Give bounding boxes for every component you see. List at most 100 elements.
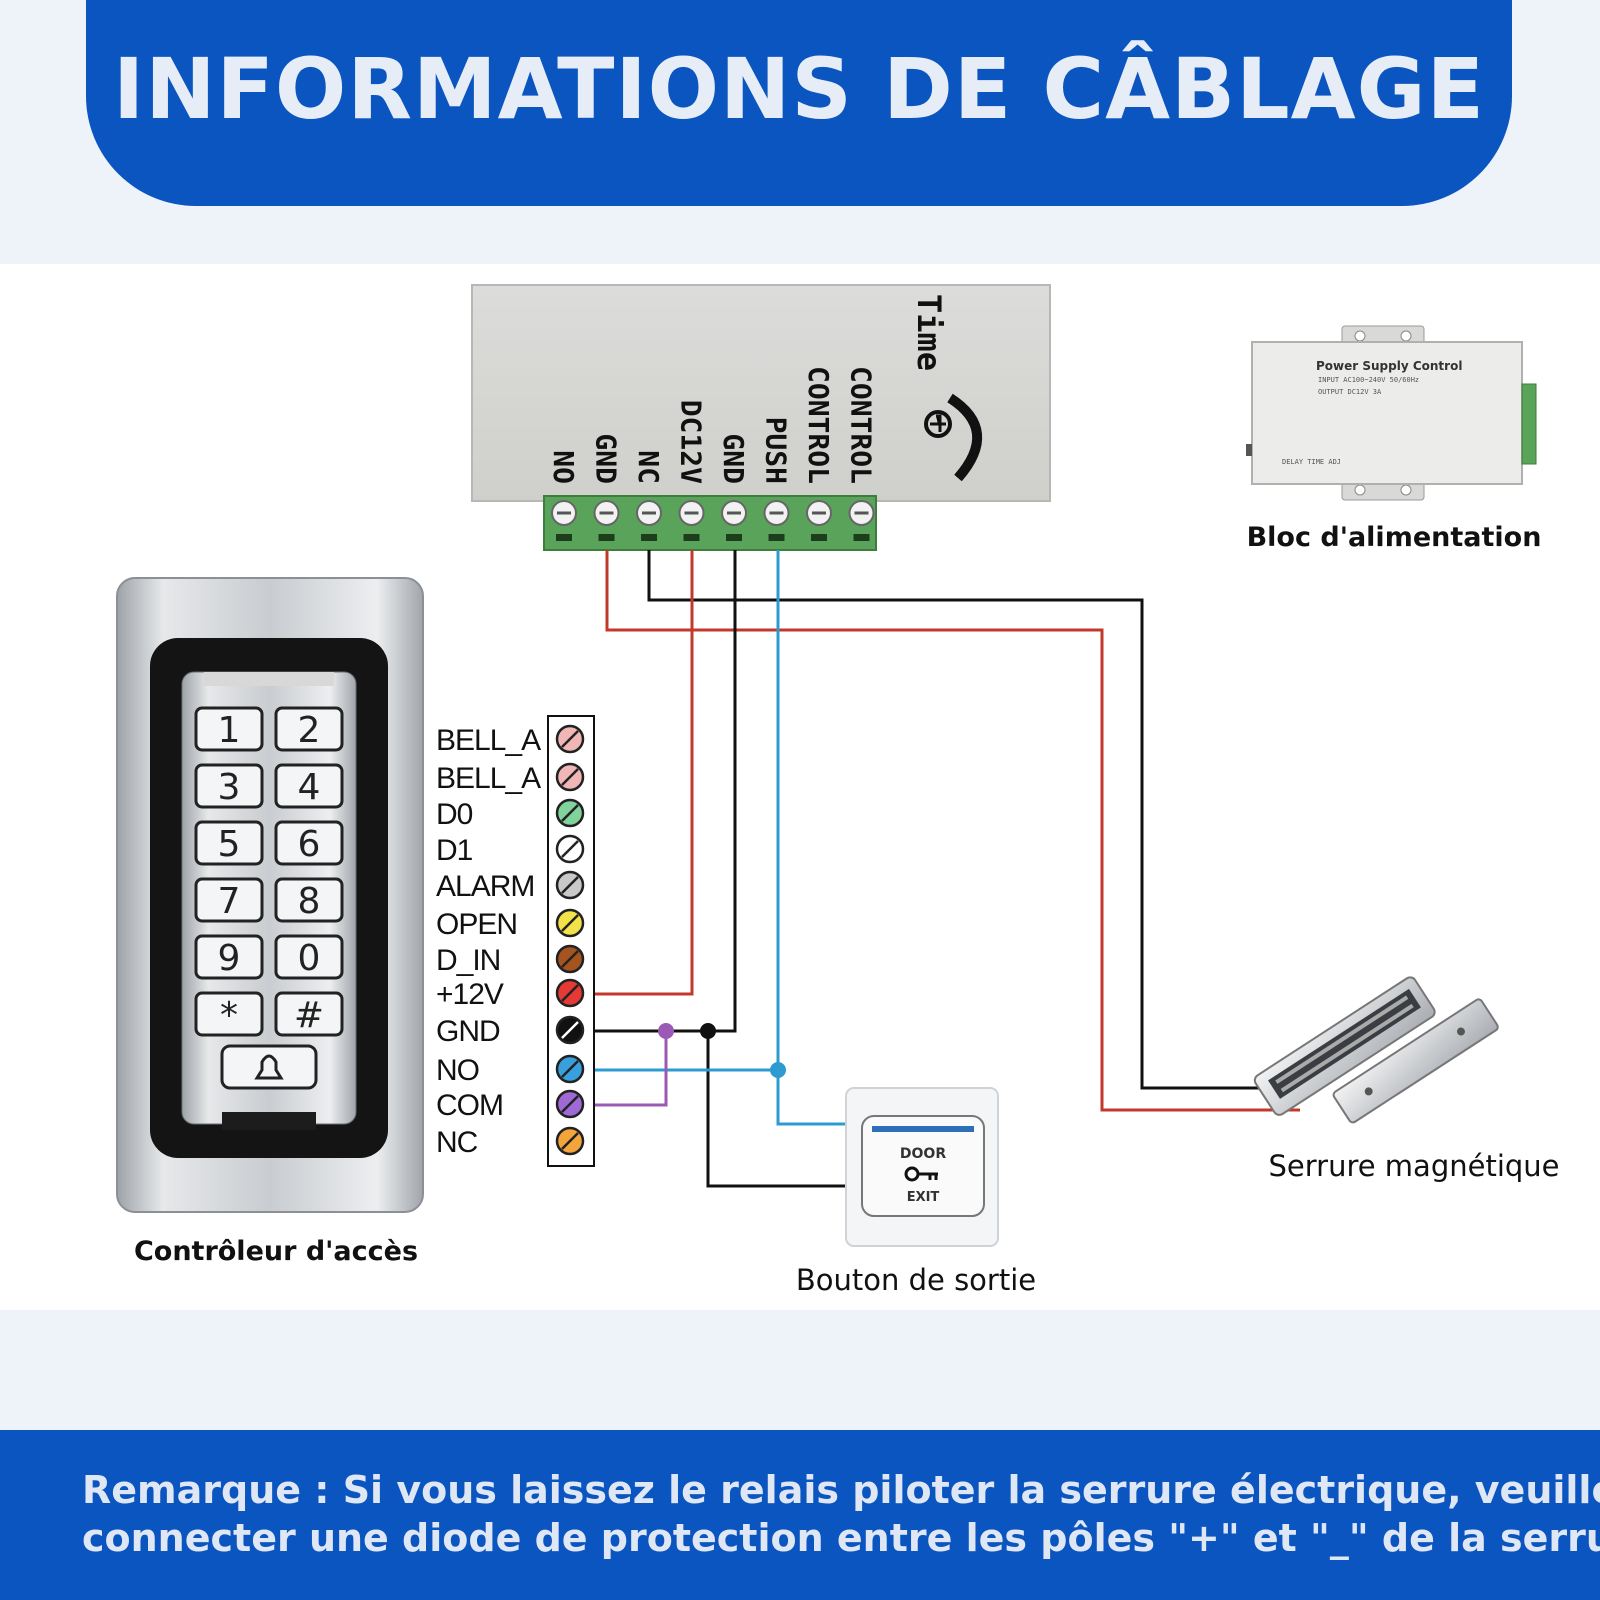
terminal-label: ALARM	[436, 870, 534, 903]
key-label: 3	[218, 767, 241, 808]
exit-door-label: DOOR	[900, 1146, 946, 1162]
wire-blue-exit	[776, 550, 846, 1126]
junction-push	[770, 1062, 786, 1078]
key-label: 0	[298, 938, 321, 979]
controller-terminal-6	[763, 500, 790, 541]
key-2[interactable]: 2	[274, 706, 344, 752]
keypad-terminal-bella: BELL_A	[436, 762, 585, 795]
wire-red-12v	[595, 550, 694, 996]
key-0[interactable]: 0	[274, 934, 344, 980]
wire-black-gnd	[595, 550, 737, 1033]
controller-terminal-4	[678, 500, 705, 541]
terminal-label: +12V	[436, 978, 504, 1011]
header-banner: INFORMATIONS DE CÂBLAGE	[86, 0, 1512, 206]
controller-terminal-label: PUSH	[760, 417, 793, 484]
wire-black-exit	[706, 1031, 846, 1188]
wire-black-lock	[647, 550, 1300, 1090]
keypad-terminal-open: OPEN	[436, 908, 585, 941]
terminal-label: COM	[436, 1089, 503, 1122]
keypad-terminal-din: D_IN	[436, 944, 585, 977]
brand-label: Time	[910, 294, 948, 371]
key-7[interactable]: 7	[194, 877, 264, 923]
magnetic-lock-caption: Serrure magnétique	[1268, 1149, 1559, 1183]
power-supply-label: Power Supply Control	[1316, 359, 1462, 373]
controller-terminal-7	[806, 500, 832, 541]
keypad-terminals: BELL_ABELL_AD0D1ALARMOPEND_IN+12VGNDNOCO…	[436, 724, 585, 1159]
controller-terminal-label: NO	[547, 450, 580, 484]
key-9[interactable]: 9	[194, 934, 264, 980]
controller-terminal-5	[721, 500, 747, 541]
terminal-label: NC	[436, 1126, 478, 1159]
keypad-terminal-com: COM	[436, 1089, 585, 1122]
page-title: INFORMATIONS DE CÂBLAGE	[112, 40, 1485, 138]
key-*[interactable]: *	[194, 991, 264, 1037]
terminal-label: BELL_A	[436, 724, 541, 757]
keypad-terminal-gnd: GND	[436, 1015, 585, 1048]
exit-button-caption: Bouton de sortie	[796, 1263, 1036, 1297]
key-1[interactable]: 1	[194, 706, 264, 752]
keypad-terminal-d1: D1	[436, 834, 585, 867]
key-#[interactable]: #	[274, 991, 344, 1037]
svg-text:DELAY TIME ADJ: DELAY TIME ADJ	[1282, 458, 1341, 466]
key-4[interactable]: 4	[274, 763, 344, 809]
keypad-terminal-nc: NC	[436, 1126, 585, 1159]
note: Remarque : Si vous laissez le relais pil…	[82, 1466, 1600, 1562]
exit-exit-label: EXIT	[907, 1190, 940, 1205]
terminal-screws	[551, 500, 875, 541]
key-5[interactable]: 5	[194, 820, 264, 866]
terminal-label: OPEN	[436, 908, 517, 941]
key-label: #	[294, 995, 324, 1036]
key-6[interactable]: 6	[274, 820, 344, 866]
key-label: 9	[218, 938, 241, 979]
terminal-label: NO	[436, 1054, 479, 1087]
magnetic-lock	[1253, 976, 1499, 1124]
keypad-terminal-d0: D0	[436, 798, 585, 831]
svg-text:INPUT AC100~240V 50/60Hz: INPUT AC100~240V 50/60Hz	[1318, 376, 1419, 384]
controller-housing	[471, 284, 1051, 502]
controller-terminal-label: GND	[717, 433, 750, 484]
controller-terminal-8	[848, 500, 875, 541]
terminal-label: D_IN	[436, 944, 500, 977]
keypad-terminal-bella: BELL_A	[436, 724, 585, 757]
bell-button	[220, 1044, 318, 1090]
keypad-terminal-no: NO	[436, 1054, 585, 1087]
power-supply-caption: Bloc d'alimentation	[1247, 522, 1542, 553]
controller-terminal-3	[636, 500, 662, 541]
key-label: 4	[298, 767, 321, 808]
controller-terminal-2	[593, 500, 620, 541]
bell-icon	[254, 1054, 284, 1080]
keypad-terminal-alarm: ALARM	[436, 870, 585, 903]
brand-logo-icon	[924, 393, 983, 482]
key-label: 2	[298, 710, 321, 751]
wire-purple-com	[595, 1031, 668, 1107]
key-label: *	[220, 995, 238, 1036]
key-label: 7	[218, 881, 241, 922]
key-3[interactable]: 3	[194, 763, 264, 809]
svg-text:OUTPUT DC12V 3A: OUTPUT DC12V 3A	[1318, 388, 1382, 396]
terminal-label: D1	[436, 834, 473, 867]
note-line-1: Remarque : Si vous laissez le relais pil…	[82, 1468, 1600, 1512]
note-line-2: connecter une diode de protection entre …	[82, 1516, 1600, 1560]
junction-com	[658, 1023, 674, 1039]
key-label: 6	[298, 824, 321, 865]
junction-gnd	[700, 1023, 716, 1039]
key-label: 1	[218, 710, 241, 751]
key-icon	[904, 1166, 938, 1182]
terminal-label: GND	[436, 1015, 500, 1048]
exit-button[interactable]: DOOR EXIT	[845, 1087, 999, 1247]
controller-terminal-label: CONTROL	[845, 366, 878, 484]
footer-banner	[0, 1430, 1600, 1600]
terminal-label: D0	[436, 798, 473, 831]
wire-red-lock	[605, 550, 1300, 1112]
access-controller-caption: Contrôleur d'accès	[134, 1236, 418, 1267]
controller-terminal-label: NC	[632, 450, 665, 484]
lock-armature-plate	[1332, 998, 1499, 1124]
controller-terminal-label: CONTROL	[802, 366, 835, 484]
power-supply: Power Supply Control INPUT AC100~240V 50…	[1246, 325, 1537, 501]
key-8[interactable]: 8	[274, 877, 344, 923]
